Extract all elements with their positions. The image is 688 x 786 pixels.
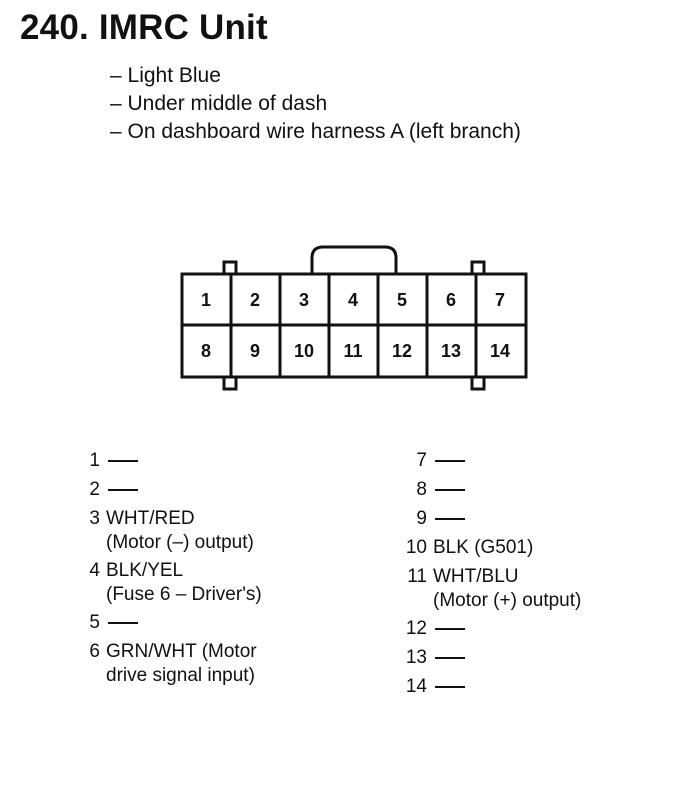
connector-pin-7: 7 xyxy=(495,290,505,310)
connector-pin-14: 14 xyxy=(490,341,510,361)
pin-list-right: 7 8 9 10 BLK (G501) 11 WHT/BLU (Motor (+) … xyxy=(402,446,582,701)
connector-pin-10: 10 xyxy=(294,341,314,361)
no-wire-dash xyxy=(435,488,465,491)
pin-number: 3 xyxy=(89,508,100,529)
pin-number: 6 xyxy=(89,641,100,662)
page-title: 240. IMRC Unit xyxy=(20,8,268,47)
pin-number: 13 xyxy=(405,647,427,668)
connector-pin-11: 11 xyxy=(343,341,362,361)
wire-color: WHT/BLU xyxy=(433,566,519,587)
pin-row-13: 13 xyxy=(402,643,581,672)
connector-lock-tab xyxy=(310,245,398,274)
description-harness: – On dashboard wire harness A (left bran… xyxy=(110,120,521,143)
connector-pin-13: 13 xyxy=(441,341,461,361)
connector-side-tab-bottom-right xyxy=(470,375,486,391)
no-wire-dash xyxy=(108,459,138,462)
no-wire-dash xyxy=(435,517,465,520)
pin-row-5: 5 xyxy=(82,608,262,637)
pin-number: 8 xyxy=(416,479,427,500)
wire-color: BLK/YEL xyxy=(106,560,184,581)
pin-list-left: 1 2 3 WHT/RED (Motor (–) output) 4 BLK/YEL… xyxy=(82,446,262,689)
pin-number: 5 xyxy=(89,612,100,633)
pin-number: 9 xyxy=(416,508,427,529)
pin-row-9: 9 xyxy=(402,504,581,533)
pin-row-1: 1 xyxy=(82,446,262,475)
wire-function: (Motor (+) output) xyxy=(433,590,582,611)
pin-number: 14 xyxy=(405,676,427,697)
no-wire-dash xyxy=(108,488,138,491)
connector-pin-12: 12 xyxy=(392,341,412,361)
pin-number: 11 xyxy=(407,566,427,587)
connector-pin-2: 2 xyxy=(250,290,260,310)
pin-row-6: 6 GRN/WHT (Motor drive signal input) xyxy=(82,637,262,689)
no-wire-dash xyxy=(435,627,465,630)
pin-row-2: 2 xyxy=(82,475,262,504)
no-wire-dash xyxy=(435,656,465,659)
connector-pin-6: 6 xyxy=(446,290,456,310)
pin-number: 2 xyxy=(89,479,100,500)
pin-row-10: 10 BLK (G501) xyxy=(402,533,581,562)
connector-side-tab-top-left xyxy=(222,260,238,276)
connector-pin-3: 3 xyxy=(299,290,309,310)
pin-row-8: 8 xyxy=(402,475,581,504)
pin-row-11: 11 WHT/BLU (Motor (+) output) xyxy=(402,562,581,614)
pin-row-14: 14 xyxy=(402,672,581,701)
pin-row-7: 7 xyxy=(402,446,581,475)
wire-function: drive signal input) xyxy=(106,665,255,686)
wire-function: (Motor (–) output) xyxy=(106,532,254,553)
wire-color: WHT/RED xyxy=(106,508,195,529)
connector-pin-4: 4 xyxy=(348,290,358,310)
no-wire-dash xyxy=(435,685,465,688)
pin-number: 1 xyxy=(89,450,100,471)
connector-description: – Light Blue – Under middle of dash – On… xyxy=(110,62,521,146)
connector-pin-9: 9 xyxy=(250,341,260,361)
no-wire-dash xyxy=(435,459,465,462)
pin-number: 10 xyxy=(405,537,427,558)
description-color: – Light Blue xyxy=(110,64,221,87)
wire-function: (Fuse 6 – Driver's) xyxy=(106,584,262,605)
pin-number: 7 xyxy=(416,450,427,471)
description-location: – Under middle of dash xyxy=(110,92,328,115)
connector-pin-1: 1 xyxy=(201,290,211,310)
connector-side-tab-bottom-left xyxy=(222,375,238,391)
wire-color: GRN/WHT (Motor xyxy=(106,641,257,662)
no-wire-dash xyxy=(108,621,138,624)
connector-pin-5: 5 xyxy=(397,290,407,310)
connector-pin-8: 8 xyxy=(201,341,211,361)
pin-row-12: 12 xyxy=(402,614,581,643)
connector-diagram: 1 2 3 4 5 6 7 8 9 10 11 12 13 14 xyxy=(180,245,528,391)
pin-number: 4 xyxy=(89,560,100,581)
wire-color: BLK (G501) xyxy=(433,537,534,558)
pin-row-3: 3 WHT/RED (Motor (–) output) xyxy=(82,504,262,556)
pin-number: 12 xyxy=(405,618,427,639)
pin-row-4: 4 BLK/YEL (Fuse 6 – Driver's) xyxy=(82,556,262,608)
connector-side-tab-top-right xyxy=(470,260,486,276)
